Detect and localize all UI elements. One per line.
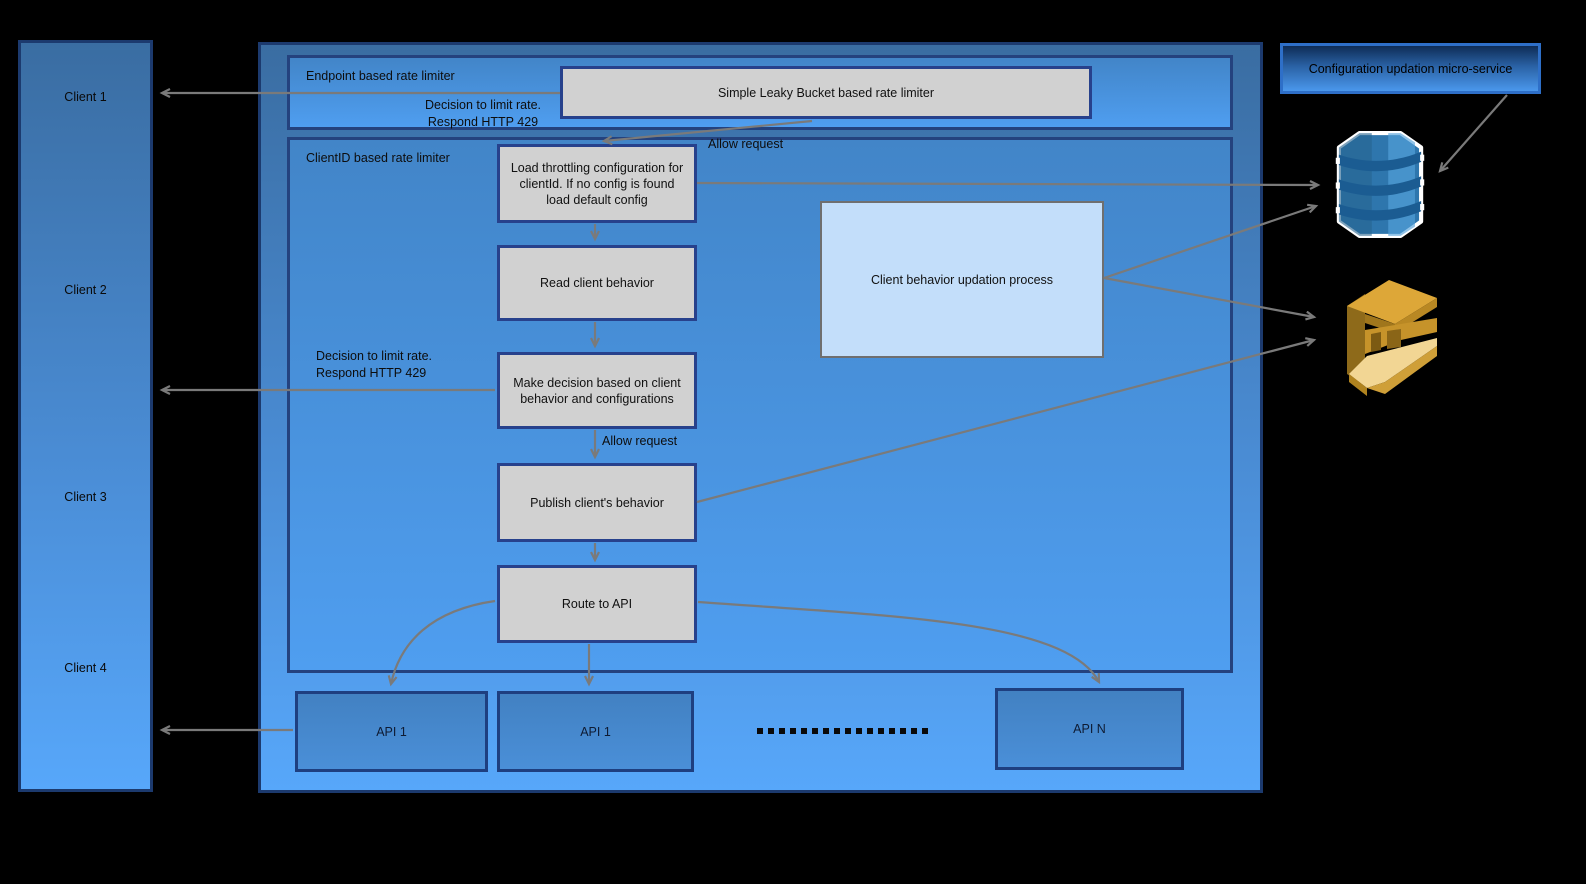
client-2-label: Client 2 xyxy=(64,283,107,297)
route-to-api-box: Route to API xyxy=(497,565,697,643)
decision-note-mid: Decision to limit rate. Respond HTTP 429 xyxy=(316,348,432,382)
arrow-configservice-to-dynamodb xyxy=(1438,94,1508,173)
endpoint-rate-limiter-title: Endpoint based rate limiter xyxy=(306,69,455,83)
leaky-bucket-box: Simple Leaky Bucket based rate limiter xyxy=(560,66,1092,119)
load-config-box: Load throttling configuration for client… xyxy=(497,144,697,223)
dynamodb-icon xyxy=(1335,131,1425,238)
allow-request-note-top: Allow request xyxy=(708,137,784,151)
publish-behavior-box: Publish client's behavior xyxy=(497,463,697,542)
clients-panel: Client 1 Client 2 Client 3 Client 4 xyxy=(18,40,153,792)
decision-note-top-line2: Respond HTTP 429 xyxy=(427,115,539,129)
client-3-label: Client 3 xyxy=(64,490,107,504)
clientid-rate-limiter-title: ClientID based rate limiter xyxy=(306,151,450,165)
decision-note-top: Decision to limit rate. Respond HTTP 429 xyxy=(408,97,558,131)
allow-request-note-mid: Allow request xyxy=(602,434,678,448)
config-service-box: Configuration updation micro-service xyxy=(1280,43,1541,94)
api-box-n: API N xyxy=(995,688,1184,770)
sqs-icon xyxy=(1347,280,1437,396)
decision-note-mid-line1: Decision to limit rate. xyxy=(316,349,433,363)
decision-note-top-line1: Decision to limit rate. xyxy=(424,98,541,112)
client-4-label: Client 4 xyxy=(64,661,107,675)
read-behavior-box: Read client behavior xyxy=(497,245,697,321)
client-1-label: Client 1 xyxy=(64,90,107,104)
decision-note-mid-line2: Respond HTTP 429 xyxy=(316,366,427,380)
api-box-1: API 1 xyxy=(295,691,488,772)
behavior-updation-box: Client behavior updation process xyxy=(820,201,1104,358)
make-decision-box: Make decision based on client behavior a… xyxy=(497,352,697,429)
api-box-2: API 1 xyxy=(497,691,694,772)
